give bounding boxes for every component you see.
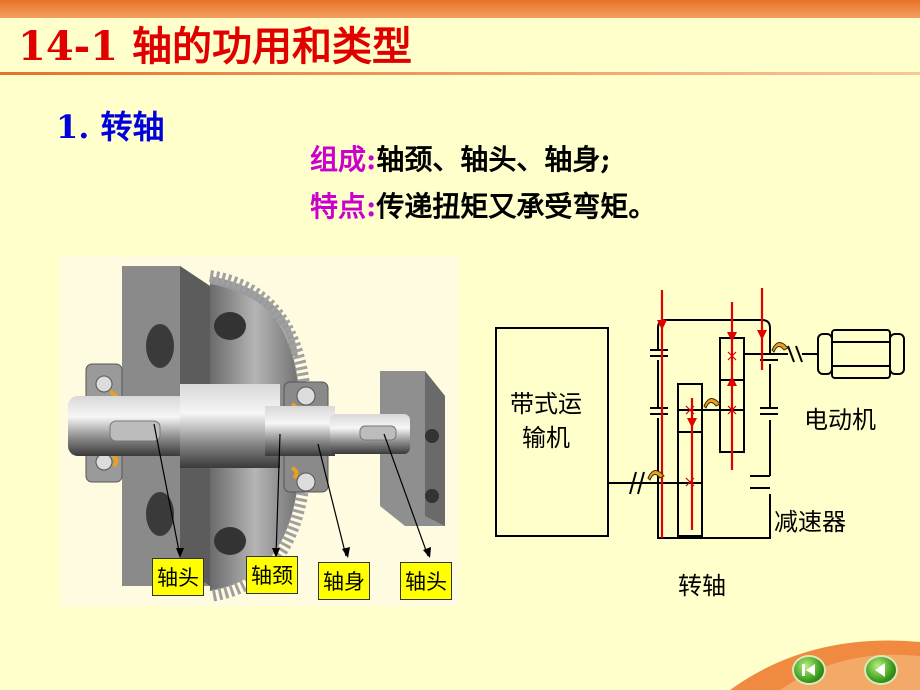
feature-label: 特点: xyxy=(310,190,377,223)
composition-line: 组成:轴颈、轴头、轴身; xyxy=(310,138,611,178)
title-divider xyxy=(0,72,920,75)
label-rotating-shaft: 转轴 xyxy=(678,572,726,600)
transmission-diagram: 带式运 输机 电动机 减速器 转轴 xyxy=(488,280,918,610)
prev-slide-icon xyxy=(875,663,885,677)
top-decor-bar xyxy=(0,0,920,18)
prev-slide-button[interactable] xyxy=(864,655,898,685)
feature-line: 特点:传递扭矩又承受弯矩。 xyxy=(310,185,656,225)
transmission-schematic xyxy=(495,288,905,539)
label-motor: 电动机 xyxy=(804,406,876,434)
shaft-photo: 轴头 轴颈 轴身 轴头 xyxy=(60,256,458,606)
label-reducer: 减速器 xyxy=(774,508,846,536)
composition-text: 轴颈、轴头、轴身; xyxy=(376,143,611,176)
tag-shaft-body: 轴身 xyxy=(318,562,370,600)
section-heading: 1. 转轴 xyxy=(56,108,165,146)
feature-text: 传递扭矩又承受弯矩。 xyxy=(376,190,657,223)
first-slide-icon xyxy=(802,664,815,676)
first-slide-button[interactable] xyxy=(792,655,826,685)
tag-shaft-head-right: 轴头 xyxy=(400,562,452,600)
shaft-illustration xyxy=(60,256,458,606)
label-belt-conveyor-1: 带式运 xyxy=(510,390,582,418)
composition-label: 组成: xyxy=(310,143,377,176)
belt-conveyor-box xyxy=(495,327,609,537)
label-belt-conveyor-2: 输机 xyxy=(522,424,570,452)
slide-title: 14-1 轴的功用和类型 xyxy=(18,23,413,70)
tag-shaft-head-left: 轴头 xyxy=(152,558,204,596)
tag-shaft-journal: 轴颈 xyxy=(246,556,298,594)
